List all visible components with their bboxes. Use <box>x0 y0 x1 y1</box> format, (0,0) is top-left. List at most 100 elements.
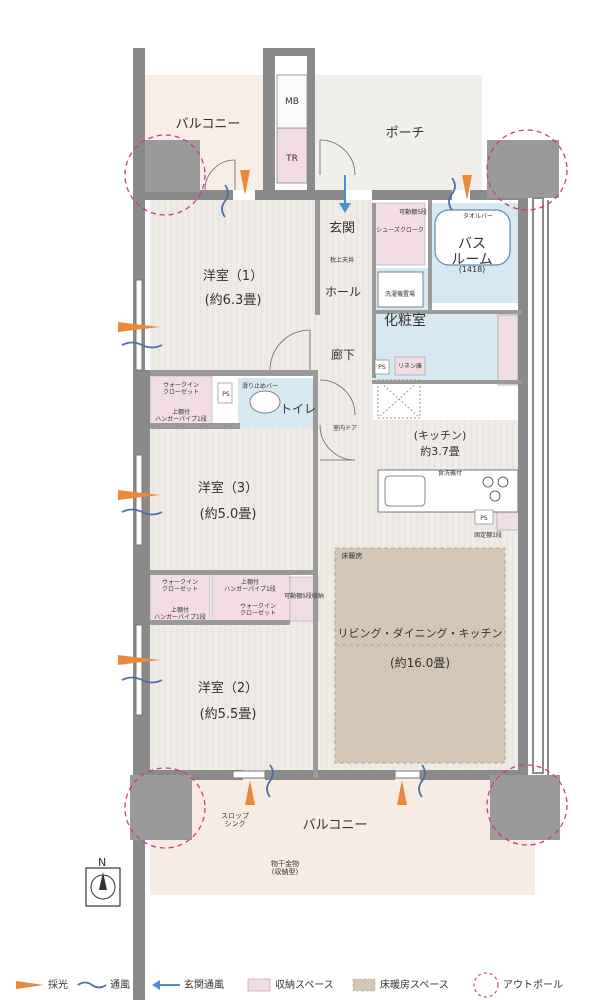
legend-label-3: 収納スペース <box>275 978 334 991</box>
outpole-circle-icon <box>486 764 568 846</box>
wind-wave-icon <box>121 341 163 349</box>
legend-label-5: アウトポール <box>503 979 563 991</box>
legend-label-4: 床暖房スペース <box>380 978 449 991</box>
fixed-shelf-label: 固定棚1段 <box>474 531 502 539</box>
sunlight-arrow-icon <box>240 170 250 195</box>
wic1-sub: 上棚付ハンガーパイプ1段 <box>155 408 207 423</box>
room2-floor <box>150 620 318 772</box>
washer-icon <box>377 271 424 308</box>
wind-wave-icon <box>266 764 274 798</box>
stove-icon <box>482 476 509 502</box>
room2-label: 洋室（2） <box>198 680 258 696</box>
shoes-closet <box>374 202 426 266</box>
outpole-markers <box>124 129 568 849</box>
ldk-size: (約16.0畳) <box>390 655 450 670</box>
ps-label-kitchen: PS <box>480 515 488 522</box>
wic3-label: ウォークインクローゼット <box>162 578 198 593</box>
sunlight-arrow-icon <box>245 780 255 805</box>
wind-waves <box>121 177 456 798</box>
hall-label: ホール <box>325 285 361 299</box>
balcony-bottom-label: バルコニー <box>303 818 368 833</box>
legend-dashed-circle-icon <box>473 972 499 998</box>
shoes-label: シューズクローク <box>376 226 424 234</box>
ceiling-shelf-label: 枕上天井 <box>330 256 354 264</box>
floor-heating-tag: 床暖房 <box>342 551 363 560</box>
wind-wave-icon <box>121 676 163 684</box>
sunlight-arrow-icon <box>118 490 160 500</box>
sunlight-arrow-icon <box>118 655 160 665</box>
kitchen-shelf <box>496 509 520 531</box>
room3-floor <box>150 428 318 573</box>
ps-label-vanity: PS <box>378 364 386 371</box>
wic-3 <box>149 573 211 623</box>
room2-size: (約5.5畳) <box>200 707 257 722</box>
linen-label: リネン庫 <box>398 362 422 370</box>
porch-label: ポーチ <box>385 126 424 141</box>
wind-wave-icon <box>418 764 426 798</box>
towel-bar-label: タオルバー <box>463 212 493 220</box>
sunlight-arrow-icon <box>462 175 472 200</box>
room1-label: 洋室（1） <box>203 268 263 284</box>
genkan-label: 玄関 <box>329 221 355 236</box>
mb-label: MB <box>285 97 299 107</box>
kitchen-sink-icon <box>384 475 426 507</box>
slop-sink-label: スロップシンク <box>221 812 249 828</box>
wic3-sub: 上棚付ハンガーパイプ1段 <box>154 606 206 621</box>
outpole-circle-icon <box>486 129 568 211</box>
north-arrow-icon <box>99 872 107 890</box>
outpole-circle-icon <box>124 767 206 849</box>
legend-label-1: 通風 <box>110 979 130 991</box>
dishwasher-label: 食洗機付 <box>438 469 462 477</box>
bathtub-icon <box>434 209 511 266</box>
mid-storage-label: 可動棚5段収納 <box>284 592 324 600</box>
wind-wave-icon <box>121 508 163 516</box>
lighting-arrows <box>118 170 472 805</box>
bath-label: バスルーム <box>451 236 493 268</box>
kitchen-label: (キッチン) <box>414 429 467 442</box>
wind-wave-icon <box>448 177 456 211</box>
room1-floor <box>150 200 318 372</box>
rouka-label: 廊下 <box>331 347 355 362</box>
bath-size: (1418) <box>459 265 486 274</box>
entry-wind-arrow <box>339 175 351 213</box>
sunlight-arrow-icon <box>118 322 160 332</box>
legend-pink-box-icon <box>247 978 271 992</box>
movable-shelf-label: 可動棚5段 <box>399 208 427 216</box>
interior-walls <box>150 200 522 778</box>
outpole-circle-icon <box>124 134 206 216</box>
legend-orange-arrow-icon <box>16 981 44 989</box>
wic2-label: ウォークインクローゼット <box>240 602 276 617</box>
door-label: 室内ドア <box>333 424 357 432</box>
room3-size: (約5.0畳) <box>200 507 257 522</box>
hall-floor <box>318 200 373 420</box>
kitchen-size: 約3.7畳 <box>420 444 460 458</box>
ldk-label: リビング・ダイニング・キッチン <box>338 626 503 640</box>
room1-size: (約6.3畳) <box>205 293 262 308</box>
room3-label: 洋室（3） <box>198 480 258 496</box>
sunlight-arrow-icon <box>397 780 407 805</box>
wic1-label: ウォークインクローゼット <box>163 381 199 396</box>
legend-beige-hatch-icon <box>352 978 376 992</box>
vanity-storage <box>497 314 519 386</box>
toilet-label: トイレ <box>280 402 316 416</box>
legend: 採光 通風 玄関通風 収納スペース 床暖房スペース アウトポール <box>16 972 563 998</box>
legend-label-0: 採光 <box>48 978 68 991</box>
floor-heating-area <box>334 547 506 764</box>
wic2-top-label: 上棚付ハンガーパイプ1段 <box>224 578 276 593</box>
ps-box <box>374 359 390 375</box>
vanity-label: 化粧室 <box>384 312 426 329</box>
north-compass: N <box>85 856 121 907</box>
pillars <box>130 140 560 840</box>
porch-floor <box>310 75 482 190</box>
door-swings <box>204 139 356 461</box>
toilet-bowl-icon <box>249 390 281 414</box>
outdoor-storage-label: 物干金物(収納型) <box>271 859 299 876</box>
ps-box <box>217 382 233 404</box>
legend-label-2: 玄関通風 <box>184 978 224 991</box>
balcony-top-label: バルコニー <box>176 117 241 132</box>
compass-label: N <box>98 856 106 869</box>
tr-label: TR <box>285 154 298 164</box>
ps-box <box>474 509 494 525</box>
linen-storage <box>394 356 426 376</box>
